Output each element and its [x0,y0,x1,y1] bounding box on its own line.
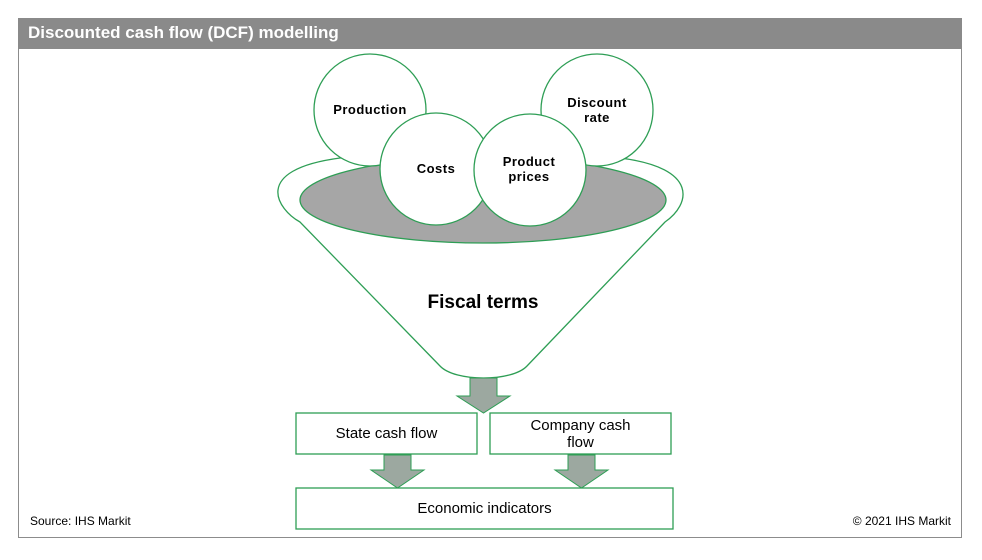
production-label: Production [333,102,407,117]
costs-label: Costs [417,161,456,176]
source-note: Source: IHS Markit [30,514,131,528]
copyright-note: © 2021 IHS Markit [852,514,951,528]
company-cash-flow-box: Company cash flow [489,412,672,455]
company-to-indicators-arrow [553,454,610,489]
input-costs: Costs [379,112,493,226]
product-prices-label-line2: prices [508,169,549,184]
funnel-down-arrow [455,377,512,414]
title-bar: Discounted cash flow (DCF) modelling [18,18,962,49]
state-cash-flow-box: State cash flow [295,412,478,455]
economic-indicators-box: Economic indicators [295,487,674,530]
economic-indicators-label: Economic indicators [417,500,551,517]
state-to-indicators-arrow [369,454,426,489]
discount-rate-label-line2: rate [584,110,610,125]
figure-title: Discounted cash flow (DCF) modelling [28,23,339,42]
product-prices-label-line1: Product [503,154,556,169]
state-cash-flow-label: State cash flow [336,425,438,442]
fiscal-terms-label: Fiscal terms [428,292,539,313]
discount-rate-label-line1: Discount [567,95,627,110]
input-product-prices: Product prices [473,113,587,227]
company-cash-flow-label-line1: Company cash [530,417,630,434]
company-cash-flow-label-line2: flow [567,434,594,451]
